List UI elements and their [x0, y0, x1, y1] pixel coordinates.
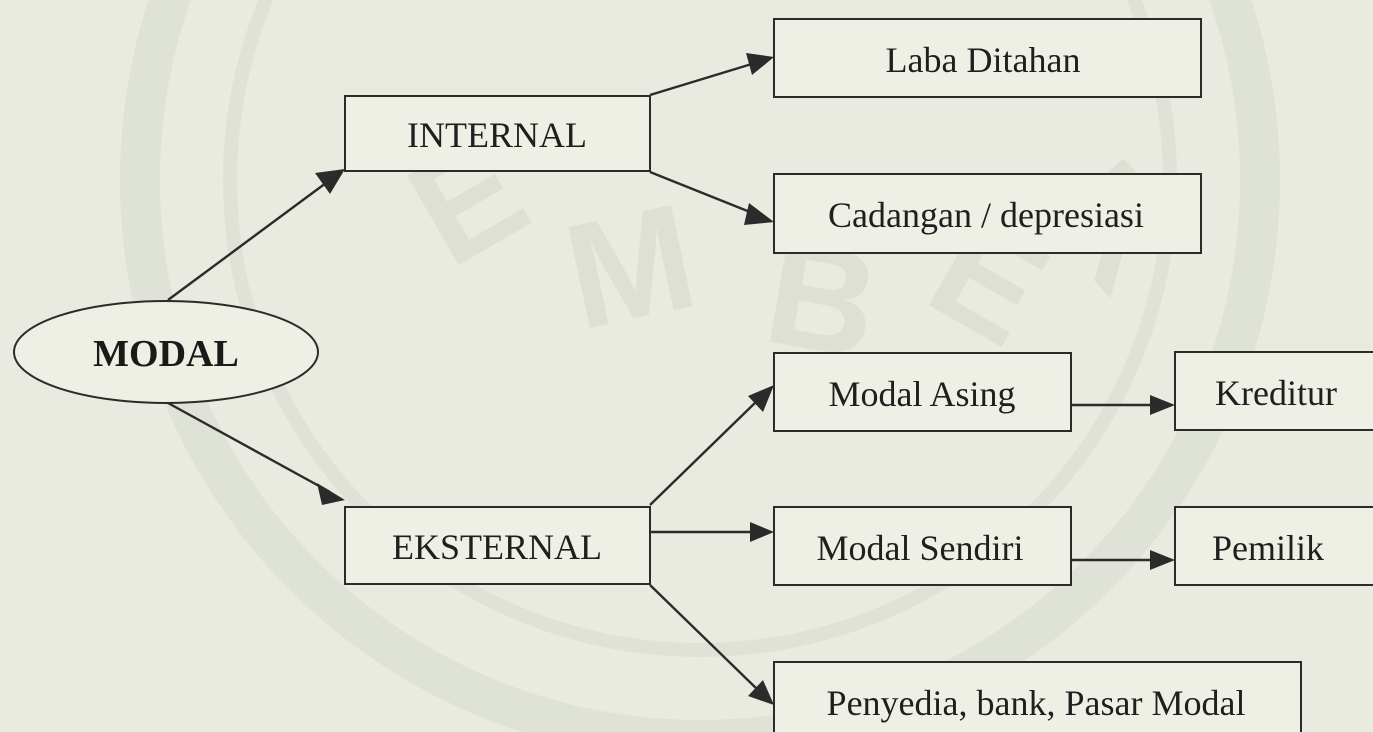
edges: [167, 53, 1175, 705]
node-modal-asing: Modal Asing: [773, 352, 1072, 432]
arrowhead-sendiri: [750, 522, 774, 542]
arrowhead-cadangan: [744, 203, 774, 225]
edge-internal-laba: [649, 61, 756, 97]
node-kreditur-label: Kreditur: [1215, 373, 1337, 413]
arrowhead-laba: [746, 53, 774, 75]
node-cadangan-label: Cadangan / depresiasi: [828, 195, 1144, 235]
node-laba-ditahan: Laba Ditahan: [773, 18, 1202, 98]
node-eksternal: EKSTERNAL: [344, 506, 651, 585]
edge-eksternal-penyedia: [649, 584, 759, 691]
edge-modal-eksternal: [167, 401, 331, 494]
arrowhead-eksternal: [317, 483, 345, 505]
node-pemilik: Pemilik: [1174, 506, 1373, 586]
arrowhead-kreditur: [1150, 395, 1175, 415]
watermark-letter-2: M: [552, 171, 709, 361]
edge-internal-cadangan: [649, 170, 756, 216]
node-internal: INTERNAL: [344, 95, 651, 172]
node-modal-asing-label: Modal Asing: [828, 374, 1015, 414]
node-modal: MODAL: [13, 300, 319, 404]
node-modal-sendiri: Modal Sendiri: [773, 506, 1072, 586]
node-penyedia-label: Penyedia, bank, Pasar Modal: [827, 683, 1246, 723]
node-eksternal-label: EKSTERNAL: [392, 527, 602, 567]
arrowhead-pemilik: [1150, 550, 1175, 570]
arrowhead-penyedia: [748, 680, 774, 705]
arrowhead-asing: [748, 385, 774, 412]
node-laba-ditahan-label: Laba Ditahan: [886, 40, 1081, 80]
node-cadangan: Cadangan / depresiasi: [773, 173, 1202, 254]
arrowhead-internal: [315, 169, 345, 194]
node-pemilik-label: Pemilik: [1212, 528, 1324, 568]
edge-eksternal-asing: [649, 399, 759, 506]
node-internal-label: INTERNAL: [407, 115, 587, 155]
edge-modal-internal: [167, 179, 331, 301]
node-kreditur: Kreditur: [1174, 351, 1373, 431]
node-penyedia: Penyedia, bank, Pasar Modal: [773, 661, 1302, 732]
node-modal-sendiri-label: Modal Sendiri: [817, 528, 1024, 568]
node-modal-label: MODAL: [93, 333, 239, 375]
